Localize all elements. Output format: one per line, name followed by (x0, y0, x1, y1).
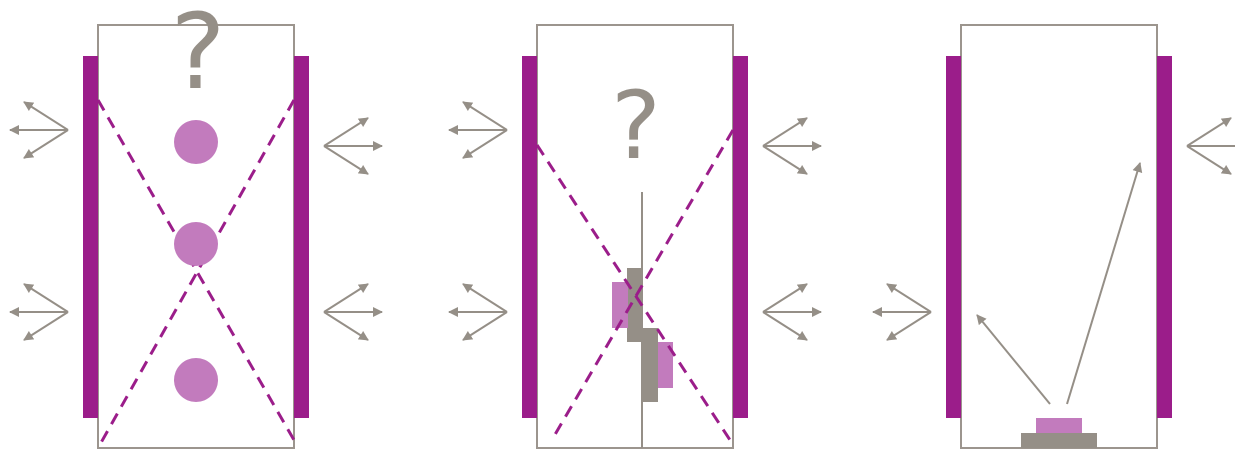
panel-3-right-bar (1157, 56, 1172, 418)
panel-3-reflection-arrow-right (1066, 162, 1143, 405)
panel-2-block-pink-upper (612, 282, 628, 328)
panel-1-left-bar (83, 56, 98, 418)
three-arrow-fan-icon (324, 118, 382, 174)
three-arrow-fan-icon (10, 102, 68, 158)
panel-1-dashed-line-b (96, 99, 296, 449)
panel-1-circle-bottom (174, 358, 218, 402)
panel-3-source-gray (1021, 433, 1097, 448)
three-arrow-fan-icon (449, 102, 507, 158)
three-arrow-fan-icon (449, 284, 507, 340)
three-arrow-fan-icon (763, 118, 821, 174)
three-arrow-fan-icon (324, 284, 382, 340)
three-arrow-fan-icon (763, 284, 821, 340)
panel-3-source-pink (1036, 418, 1082, 433)
panel-2-question-mark: ? (611, 72, 661, 181)
panel-3-box (960, 24, 1158, 449)
panel-3-left-bar (946, 56, 961, 418)
panel-2-block-gray-lower (642, 328, 658, 402)
three-arrow-fan-icon (10, 284, 68, 340)
panel-2-block-pink-lower (658, 342, 673, 388)
panel-2: ? (449, 24, 821, 449)
panel-1-right-bar (294, 56, 309, 418)
panel-3-reflection-arrow-left (976, 314, 1051, 405)
panel-2-right-bar (733, 56, 748, 418)
panel-1-dashed-line-a (96, 99, 296, 441)
panel-1-circle-middle (174, 222, 218, 266)
panel-1-circle-top (174, 120, 218, 164)
panel-2-left-bar (522, 56, 537, 418)
three-arrow-fan-icon (873, 284, 931, 340)
panel-3 (873, 24, 1235, 449)
panel-1: ? (10, 0, 382, 449)
three-arrow-fan-icon (1187, 118, 1235, 174)
panel-1-question-mark: ? (170, 0, 225, 113)
